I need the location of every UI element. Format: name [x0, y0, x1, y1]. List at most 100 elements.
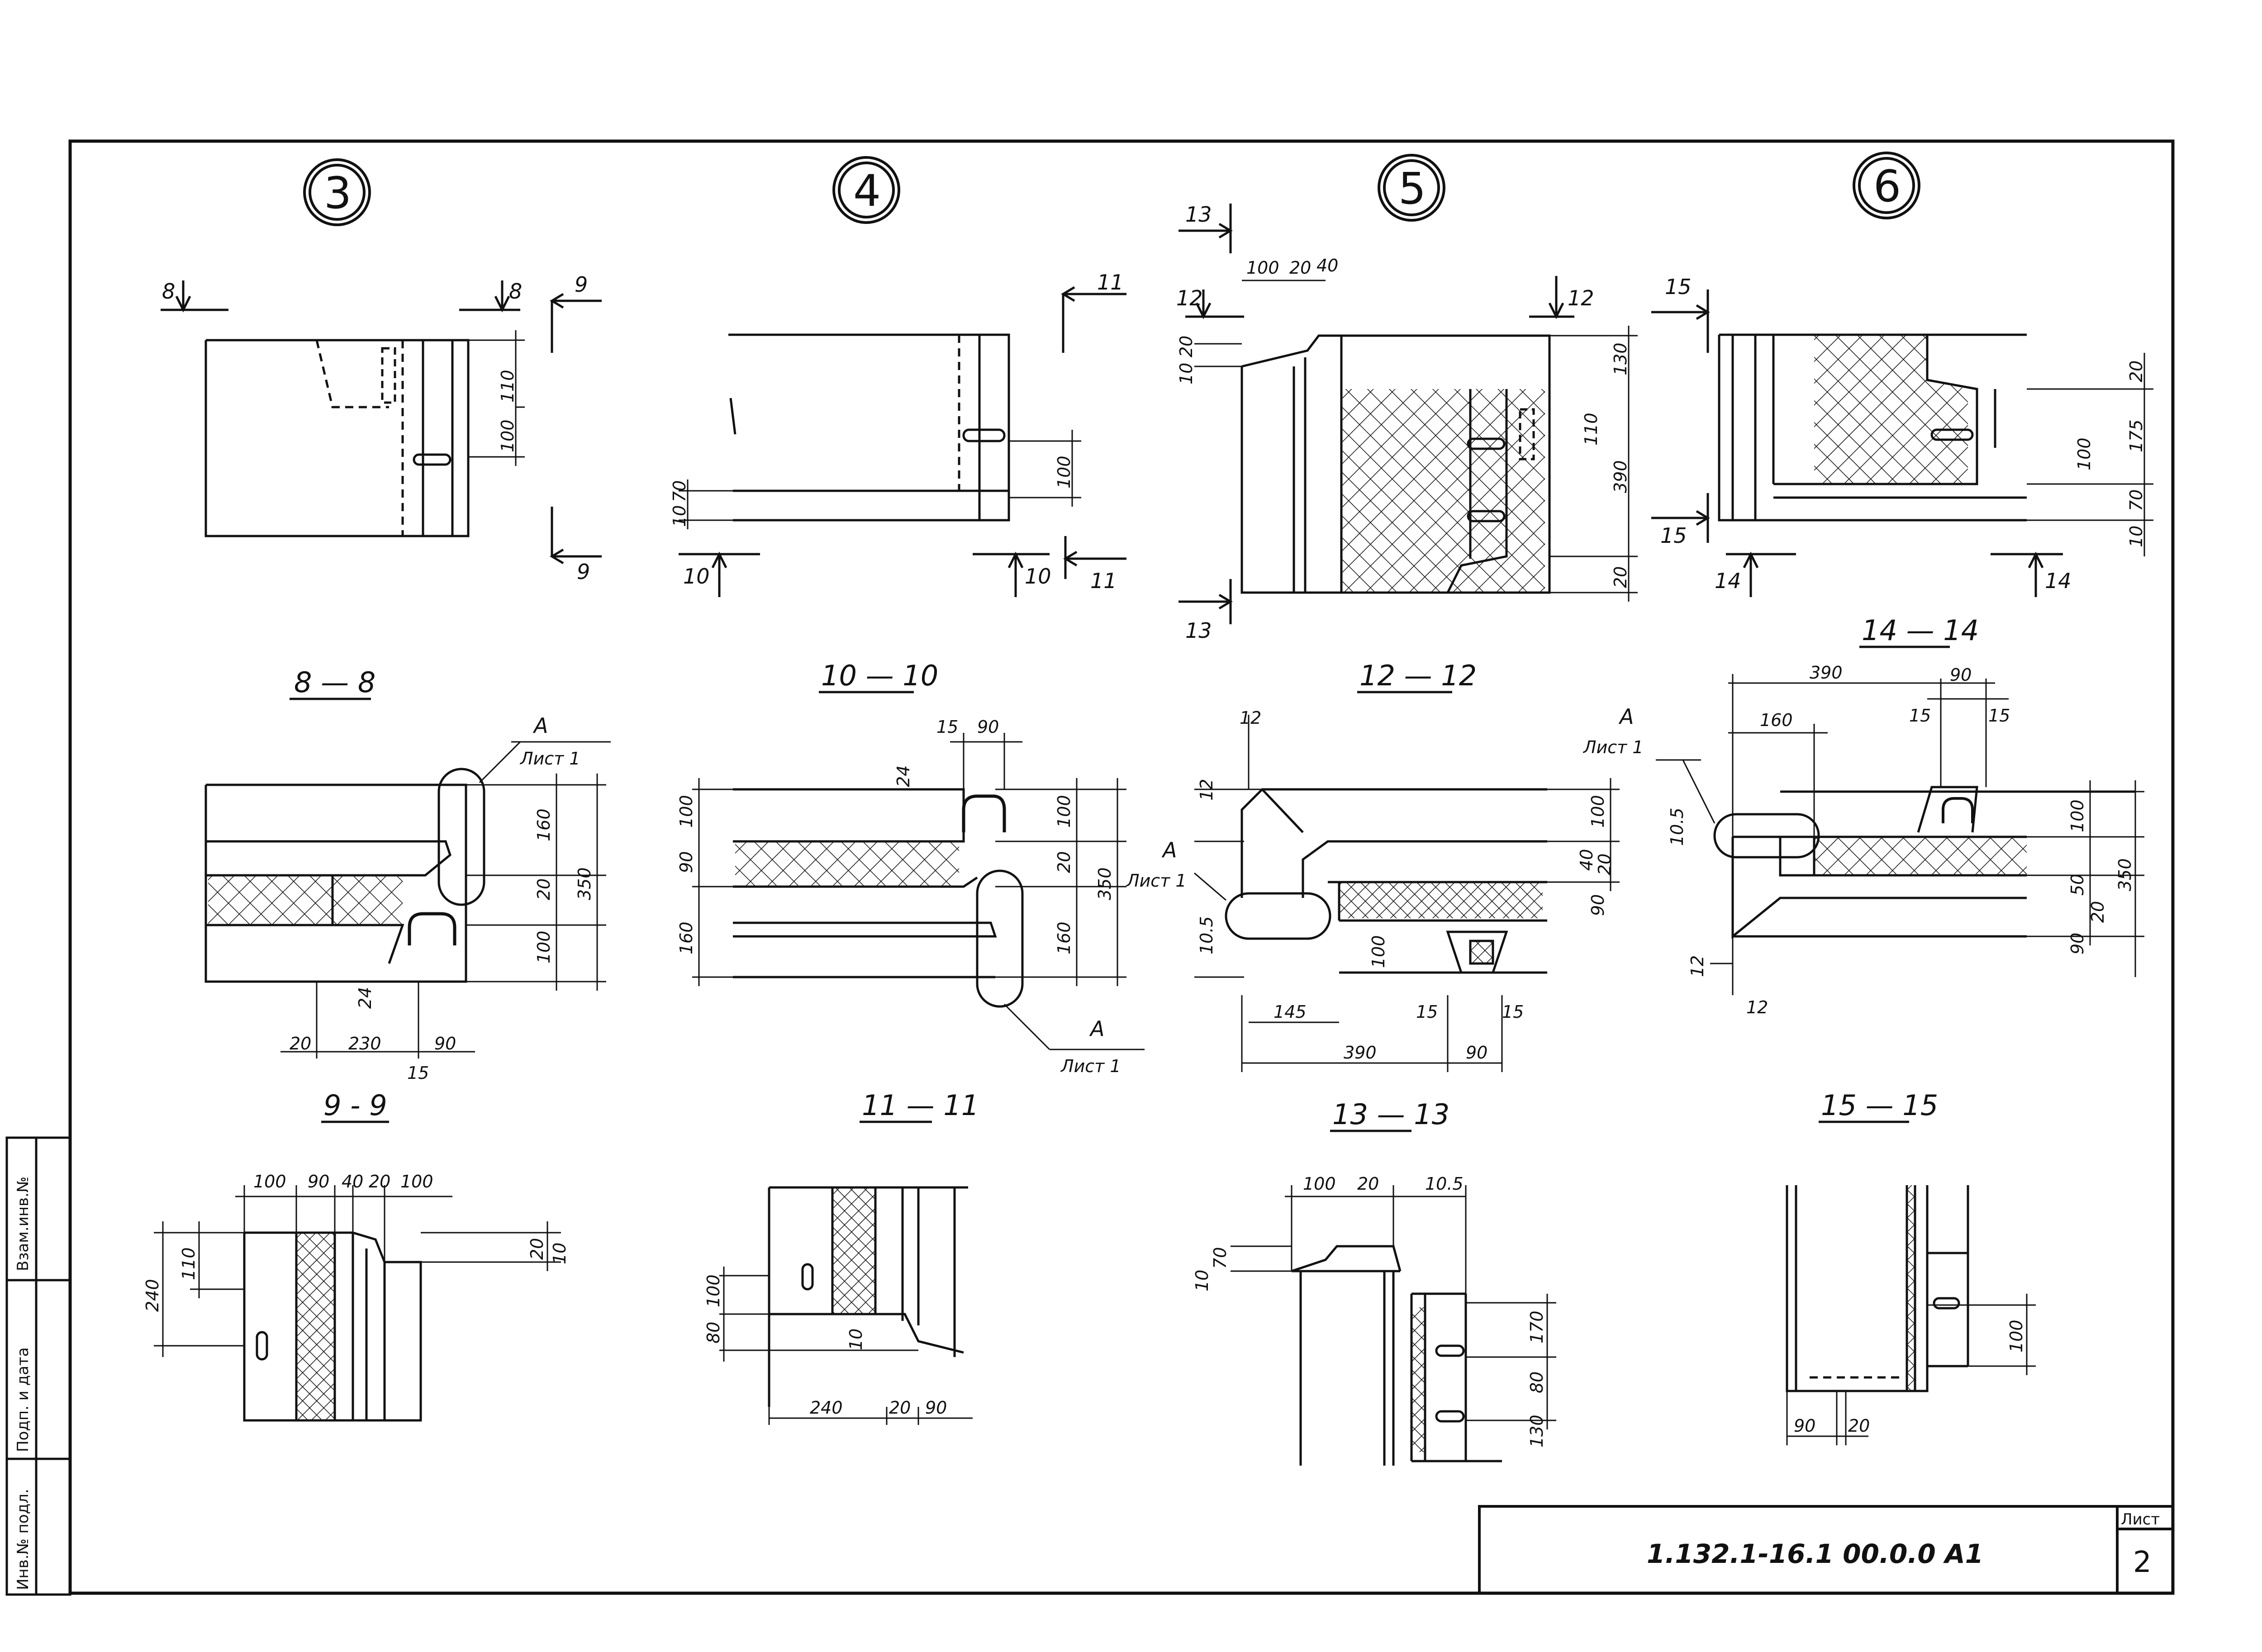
- d5-dim-20c: 20: [1611, 566, 1630, 588]
- s14-dim-12b: 12: [1746, 997, 1768, 1017]
- s13-dim-100: 100: [1303, 1174, 1336, 1194]
- s8-callout-a: А: [532, 713, 548, 738]
- s14-dim-160: 160: [1760, 710, 1793, 730]
- s14-dim-12a: 12: [1687, 955, 1707, 977]
- s11-dim-90: 90: [925, 1398, 947, 1418]
- s9-dim-110: 110: [179, 1247, 199, 1280]
- d3-cut-9b: 9: [577, 560, 590, 584]
- s12-dim-145: 145: [1274, 1002, 1307, 1022]
- d6-cut-15a: 15: [1665, 275, 1692, 299]
- s8-dim-350: 350: [575, 867, 594, 900]
- title-block: [1478, 1505, 2174, 1595]
- d5-dim-100: 100: [1246, 258, 1279, 278]
- d6-cut-14a: 14: [1715, 569, 1741, 593]
- d5-cut-13a: 13: [1185, 202, 1212, 227]
- s12-dim-90: 90: [1588, 894, 1608, 916]
- d6-dim-20: 20: [2126, 361, 2146, 382]
- s9-dim-240: 240: [143, 1279, 162, 1312]
- d4-dim-100: 100: [1054, 456, 1074, 489]
- s14-dim-350: 350: [2115, 858, 2135, 891]
- d4-cut-11a: 11: [1097, 270, 1124, 294]
- d4-dim-10: 10: [670, 505, 689, 527]
- s14-dim-20: 20: [2088, 901, 2108, 923]
- s13-dim-70: 70: [1210, 1247, 1230, 1269]
- s10-dim-350: 350: [1095, 867, 1115, 900]
- s10-dim-15: 15: [936, 717, 958, 737]
- side-stamp-inv: Инв.№ подл.: [14, 1489, 32, 1590]
- s14-dim-50: 50: [2067, 874, 2087, 896]
- d5-dim-20b: 20: [1176, 336, 1196, 357]
- s14-dim-390: 390: [1810, 663, 1843, 683]
- detail-number-4: 4: [853, 166, 881, 216]
- s15-dim-100: 100: [2006, 1320, 2026, 1353]
- s9-dim-100b: 100: [400, 1172, 433, 1192]
- section-14-14-drawing: [1656, 674, 2144, 995]
- d6-cut-15b: 15: [1660, 523, 1687, 548]
- s8-dim-230: 230: [348, 1034, 381, 1054]
- d4-dim-70: 70: [670, 480, 689, 502]
- s8-dim-24: 24: [355, 987, 375, 1009]
- d6-dim-175: 175: [2126, 419, 2146, 452]
- s10-dim-24: 24: [893, 765, 913, 787]
- s12-dim-15a: 15: [1416, 1002, 1438, 1022]
- s8-dim-160: 160: [534, 808, 554, 841]
- s8-dim-15: 15: [407, 1063, 429, 1083]
- d3-cut-8a: 8: [162, 279, 175, 304]
- s14-dim-100: 100: [2067, 799, 2087, 832]
- detail-markers: [303, 152, 1920, 226]
- s14-callout-sheet: Лист 1: [1582, 737, 1644, 757]
- s13-dim-130: 130: [1527, 1415, 1547, 1448]
- s12-dim-15b: 15: [1502, 1002, 1524, 1022]
- s14-dim-15b: 15: [1988, 706, 2010, 726]
- s14-dim-90: 90: [1950, 665, 1972, 685]
- d3-cut-8b: 8: [509, 279, 522, 304]
- s12-dim-90c: 90: [1466, 1043, 1487, 1063]
- s11-dim-100: 100: [703, 1274, 723, 1307]
- section-title-9-9: 9 - 9: [323, 1089, 387, 1122]
- detail-3-drawing: [161, 280, 602, 565]
- s8-dim-20: 20: [534, 878, 554, 900]
- title-block-code: 1.132.1-16.1 00.0.0 А1: [1647, 1538, 1983, 1569]
- s10-dim-160b: 160: [1054, 921, 1074, 954]
- sheet-frame: [68, 139, 2175, 1595]
- title-block-sheet-label: Лист: [2121, 1510, 2160, 1529]
- s10-callout-sheet: Лист 1: [1060, 1056, 1121, 1076]
- s12-dim-390: 390: [1344, 1043, 1377, 1063]
- side-stamp-replace: Взам.инв.№: [14, 1177, 32, 1271]
- section-title-underlines: [290, 646, 1950, 1132]
- section-title-14-14: 14 — 14: [1862, 614, 1979, 647]
- section-12-12-drawing: [1194, 715, 1620, 1072]
- section-13-13-drawing: [1231, 1185, 1556, 1466]
- section-title-8-8: 8 — 8: [294, 666, 375, 699]
- s12-dim-20: 20: [1595, 854, 1615, 875]
- s9-dim-40: 40: [342, 1172, 363, 1192]
- s14-callout-a: А: [1618, 704, 1634, 729]
- s13-dim-170: 170: [1527, 1310, 1547, 1343]
- s12-dim-100: 100: [1588, 795, 1608, 828]
- detail-6-drawing: [1651, 290, 2153, 597]
- s10-dim-90b: 90: [676, 851, 696, 873]
- d6-dim-70: 70: [2126, 489, 2146, 511]
- section-title-15-15: 15 — 15: [1821, 1089, 1938, 1122]
- section-title-10-10: 10 — 10: [821, 659, 938, 692]
- d5-cut-12b: 12: [1568, 286, 1594, 310]
- s8-dim-20b: 20: [290, 1034, 311, 1054]
- s11-dim-10: 10: [846, 1329, 866, 1350]
- s11-dim-20: 20: [889, 1398, 911, 1418]
- d6-cut-14b: 14: [2045, 569, 2072, 593]
- s10-dim-100: 100: [676, 795, 696, 828]
- s13-dim-10-5: 10.5: [1425, 1174, 1464, 1194]
- d5-dim-130: 130: [1611, 342, 1630, 375]
- d3-dim-110: 110: [498, 370, 518, 403]
- d5-dim-390: 390: [1611, 460, 1630, 493]
- d3-cut-9a: 9: [575, 272, 588, 297]
- s15-dim-20: 20: [1848, 1416, 1870, 1436]
- section-title-11-11: 11 — 11: [862, 1089, 979, 1122]
- d4-cut-10b: 10: [1025, 564, 1051, 589]
- detail-4-drawing: [679, 286, 1126, 597]
- d5-dim-110: 110: [1581, 413, 1601, 446]
- d6-dim-100: 100: [2074, 437, 2094, 470]
- detail-number-6: 6: [1873, 161, 1901, 212]
- s12-dim-100b: 100: [1369, 935, 1388, 968]
- s8-dim-100: 100: [534, 930, 554, 964]
